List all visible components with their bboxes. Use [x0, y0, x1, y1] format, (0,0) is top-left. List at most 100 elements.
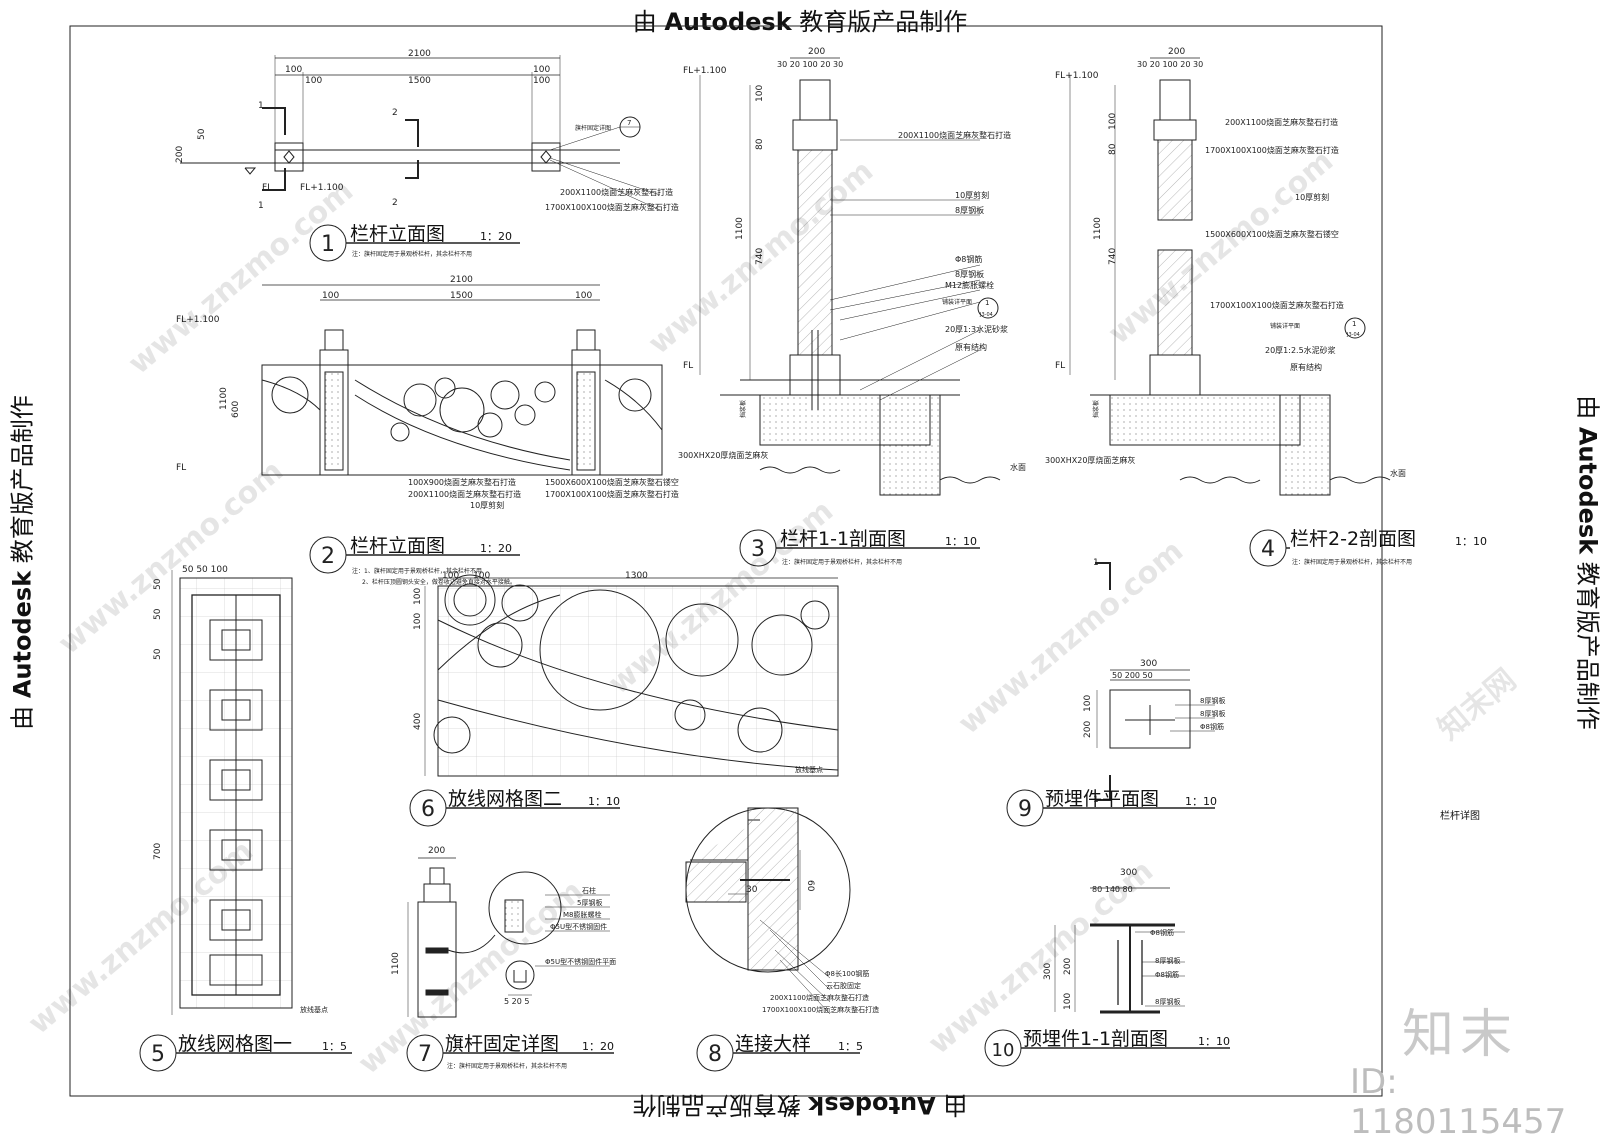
v2-material-2: 200X1100烧面芝麻灰整石打造 [408, 489, 521, 499]
v1-dim-1500: 1500 [408, 76, 431, 86]
v7-material-1: 石柱 [582, 886, 596, 895]
v6-base-point: 放线基点 [795, 765, 823, 774]
v4-material-11: 挡浆板 [1092, 400, 1100, 418]
view10-scale: 1：10 [1198, 1035, 1230, 1048]
v3-material-7: 铺装详平面 [942, 298, 972, 306]
v2-fl: FL [176, 463, 186, 473]
v10-material-1: Φ8钢筋 [1150, 928, 1174, 937]
v4-fl: FL [1055, 361, 1065, 371]
v8-dim-60: 60 [805, 880, 815, 892]
v2-dim-1500: 1500 [450, 291, 473, 301]
view2-number: 2 [321, 544, 335, 569]
view2-elevation [262, 285, 662, 475]
view2-note2: 2、栏杆压顶圆钢头安全，做卷收边避免直接对水平接触。 [362, 578, 516, 586]
v1-material-1: 200X1100烧面芝麻灰整石打造 [560, 187, 673, 197]
view9-title: 预埋件平面图 [1045, 788, 1159, 810]
v9-material-1: 8厚钢板 [1200, 696, 1225, 705]
view9-embed-plan [1095, 563, 1215, 800]
view6-number: 6 [421, 797, 435, 822]
v3-material-4: Φ8钢筋 [955, 254, 982, 264]
v8-material-2: 云石胶固定 [826, 981, 861, 990]
v7-material-4: Φ5U型不锈钢固件 [550, 922, 607, 931]
v9-section-mark: 1 [1093, 558, 1099, 568]
v2-dim-2100: 2100 [450, 275, 473, 285]
v4-material-9: 300XHX20厚烧面芝麻灰 [1045, 455, 1135, 465]
view5-grid [172, 570, 292, 1015]
v10-material-4: 8厚钢板 [1155, 997, 1180, 1006]
v7-dim-1100: 1100 [391, 952, 401, 975]
v4-material-1: 200X1100烧面芝麻灰整石打造 [1225, 117, 1338, 127]
view1-number: 1 [321, 232, 335, 257]
v3-material-12: 挡浆板 [739, 400, 747, 418]
view2-title: 栏杆立面图 [350, 535, 445, 557]
v7-dim-200: 200 [428, 846, 445, 856]
v4-dim-200: 200 [1168, 47, 1185, 57]
v2-material-4: 1500X600X100烧面芝麻灰整石镂空 [545, 477, 679, 487]
v3-material-8: 20厚1:3水泥砂浆 [945, 324, 1008, 334]
v9-material-3: Φ8钢筋 [1200, 722, 1224, 731]
v10-material-2: 8厚钢板 [1155, 956, 1180, 965]
view9-scale: 1：10 [1185, 795, 1217, 808]
v4-material-3: 10厚剪刻 [1295, 192, 1329, 202]
view8-number: 8 [708, 1042, 722, 1067]
view7-number: 7 [418, 1042, 432, 1067]
v10-dim-sub: 80 140 80 [1092, 885, 1133, 894]
v3-dim-100: 100 [755, 85, 765, 102]
v3-material-2: 10厚剪刻 [955, 190, 989, 200]
v5-dim-50b: 50 [153, 608, 163, 620]
view3-number: 3 [751, 537, 765, 562]
v1-section-mark-2b: 2 [392, 198, 398, 208]
v3-dim-200: 200 [808, 47, 825, 57]
v3-ref-number: 1 [985, 299, 989, 307]
v10-dim-200: 200 [1063, 958, 1073, 975]
view10-number: 10 [992, 1040, 1015, 1061]
v1-dim-200: 200 [175, 146, 185, 163]
v7-dim-bottom: 5 20 5 [504, 997, 529, 1006]
v7-material-2: 5厚钢板 [577, 898, 602, 907]
view6-grid [425, 575, 838, 776]
v3-fl: FL [683, 361, 693, 371]
v3-dim-740: 740 [755, 248, 765, 265]
v2-material-5: 1700X100X100烧面芝麻灰整石打造 [545, 489, 679, 499]
v2-dim-100: 100 [322, 291, 339, 301]
view3-note: 注：旗杆固定用于景观桥栏杆，其余栏杆不用 [782, 558, 902, 566]
v9-section-mark-b: 1 [1093, 795, 1099, 805]
view7-title: 旗杆固定详图 [445, 1033, 559, 1055]
view4-number: 4 [1261, 537, 1275, 562]
v3-material-3: 8厚钢板 [955, 205, 984, 215]
v1-ref-label: 旗杆固定详图 [575, 124, 611, 132]
view7-note: 注：旗杆固定用于景观桥栏杆，其余栏杆不用 [447, 1062, 567, 1070]
v9-dim-sub: 50 200 50 [1112, 671, 1153, 680]
v6-dim-1300: 1300 [625, 571, 648, 581]
v6-dim-100c: 100 [413, 588, 423, 605]
v8-material-3: 200X1100烧面芝麻灰整石打造 [770, 993, 869, 1002]
v2-material-1: 100X900烧面芝麻灰整石打造 [408, 477, 516, 487]
v1-material-2: 1700X100X100烧面芝麻灰整石打造 [545, 202, 679, 212]
v3-ref-sub: J3-04 [979, 312, 993, 318]
v1-dim-100d: 100 [533, 76, 550, 86]
view8-scale: 1：5 [838, 1040, 863, 1053]
v1-dim-100: 100 [285, 65, 302, 75]
view1-scale: 1：20 [480, 230, 512, 243]
v4-dim-740: 740 [1108, 248, 1118, 265]
v4-material-8: 原有结构 [1290, 362, 1322, 372]
view10-title: 预埋件1-1剖面图 [1023, 1028, 1168, 1050]
v7-material-3: M8膨胀螺栓 [563, 910, 602, 919]
v6-dim-100b: 100 [473, 571, 490, 581]
v4-dim-80: 80 [1108, 143, 1118, 155]
v3-dim-top: 30 20 100 20 30 [777, 60, 843, 69]
v10-material-3: Φ8钢筋 [1155, 970, 1179, 979]
v4-material-5: 1700X100X100烧面芝麻灰整石打造 [1210, 300, 1344, 310]
v3-material-9: 原有结构 [955, 342, 987, 352]
view6-title: 放线网格图二 [448, 788, 562, 810]
v3-water-label: 水面 [1010, 462, 1026, 472]
view1-note: 注：旗杆固定用于景观桥栏杆，其余栏杆不用 [352, 250, 472, 258]
view5-scale: 1：5 [322, 1040, 347, 1053]
view10-embed-section [1055, 888, 1185, 1012]
sheet-name: 栏杆详图 [1440, 807, 1480, 822]
v8-material-1: Φ8长100钢筋 [825, 969, 869, 978]
v4-dim-1100: 1100 [1093, 217, 1103, 240]
v6-dim-400: 400 [413, 713, 423, 730]
v1-section-mark: 1 [258, 101, 264, 111]
